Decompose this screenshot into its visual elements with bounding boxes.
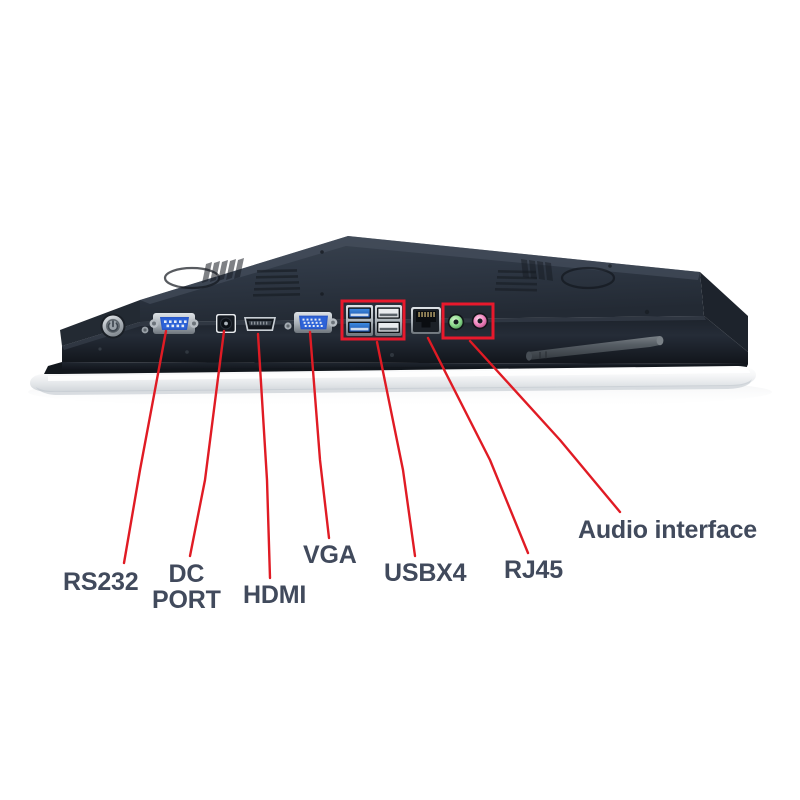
rear-shell-left-slope xyxy=(60,300,140,346)
audio-line-out-jack[interactable] xyxy=(447,313,465,331)
rj45-ethernet-port[interactable] xyxy=(411,307,441,334)
screw-dot xyxy=(320,250,324,254)
vent-slots-left-small xyxy=(202,258,244,283)
bezel-screw-dot xyxy=(98,347,102,351)
dc-power-jack[interactable] xyxy=(216,314,236,333)
wifi-antenna xyxy=(526,336,664,361)
bezel-screw-dot xyxy=(185,350,189,354)
leader-line-hdmi xyxy=(256,332,272,580)
leader-line-vga xyxy=(308,330,331,540)
callout-leader-lines xyxy=(122,329,622,580)
rear-shell-top-highlight xyxy=(140,236,700,304)
callout-label-audio-interface: Audio interface xyxy=(578,516,757,544)
callout-label-dc-port: DC PORT xyxy=(152,560,221,614)
vesa-circle-right xyxy=(560,266,616,290)
callout-label-rj45: RJ45 xyxy=(504,556,563,584)
audio-highlight-box xyxy=(441,302,495,340)
vesa-circle-left xyxy=(163,266,221,290)
db9-serial-port[interactable] xyxy=(149,313,199,334)
panel-screw xyxy=(143,328,147,332)
vent-slots-left-large xyxy=(253,269,301,297)
leader-line-dc-port xyxy=(188,329,226,558)
power-icon xyxy=(107,320,119,332)
vent-slots-right-large xyxy=(494,270,537,292)
front-bezel-highlight xyxy=(48,368,750,381)
leader-line-audio-interface xyxy=(468,339,622,514)
usb2-port-stack[interactable] xyxy=(375,305,402,336)
leader-line-rs232 xyxy=(122,329,168,565)
leader-line-usbx4 xyxy=(375,340,417,558)
callout-label-usbx4: USBX4 xyxy=(384,559,467,587)
screw-dot xyxy=(644,309,650,315)
bezel-screw-dot xyxy=(390,353,394,357)
panel-pc-device xyxy=(30,236,756,395)
front-bezel-lower-shade xyxy=(36,379,752,395)
usb-highlight-box xyxy=(340,299,406,341)
vga-port[interactable] xyxy=(294,312,338,333)
vent-slots-right-small xyxy=(521,259,553,281)
hdmi-port[interactable] xyxy=(244,317,276,331)
screw-dot xyxy=(608,264,612,268)
rear-shell-right-slope xyxy=(700,272,748,352)
callout-label-rs232: RS232 xyxy=(63,568,139,596)
callout-label-hdmi: HDMI xyxy=(243,581,307,609)
panel-screw xyxy=(286,324,290,328)
screw-dot xyxy=(320,292,324,296)
leader-line-rj45 xyxy=(426,336,530,555)
callout-label-vga: VGA xyxy=(303,541,357,569)
usb3-port-stack[interactable] xyxy=(346,305,373,336)
audio-mic-in-jack[interactable] xyxy=(471,312,489,330)
power-button[interactable] xyxy=(100,313,126,339)
